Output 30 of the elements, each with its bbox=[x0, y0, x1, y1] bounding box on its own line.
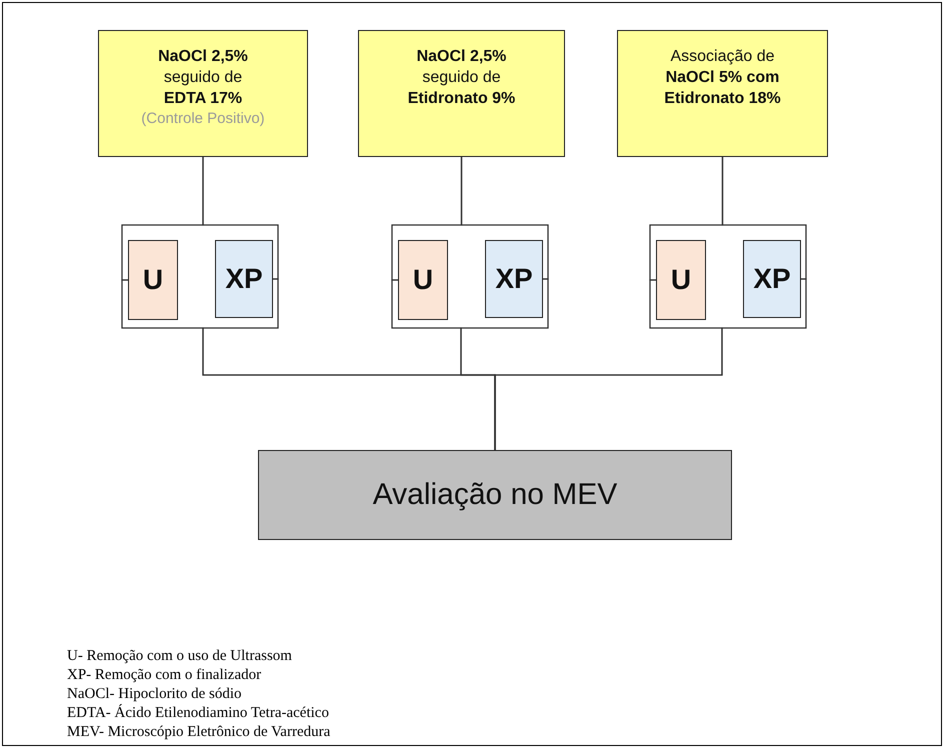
treatment-box bbox=[358, 30, 565, 157]
group-box bbox=[743, 240, 801, 318]
group-box bbox=[485, 240, 543, 318]
group-label: XP bbox=[225, 263, 263, 295]
connector-line bbox=[494, 278, 807, 450]
treatment-text: NaOCl 2,5% seguido de Etidronato 9% bbox=[406, 47, 516, 109]
abbreviation-note: NaOCl- Hipoclorito de sódio bbox=[67, 685, 243, 704]
treatment-text: NaOCl 2,5% seguido de EDTA 17% bbox=[157, 47, 249, 109]
treatment-text: Associação de NaOCl 5% com Etidronato 18% bbox=[663, 47, 782, 109]
group-box bbox=[128, 240, 178, 320]
group-label: U bbox=[670, 264, 692, 296]
connector-line bbox=[202, 157, 279, 280]
group-label: U bbox=[412, 264, 434, 296]
abbreviation-note: MEV- Microscópio Eletrônico de Varredura bbox=[67, 723, 330, 742]
box-label: Avaliação no MEV bbox=[372, 478, 618, 512]
group-box bbox=[656, 240, 706, 320]
abbreviation-note: EDTA- Ácido Etilenodiamino Tetra-acético bbox=[67, 704, 330, 723]
connector-line bbox=[722, 157, 807, 280]
treatment-box bbox=[617, 30, 828, 157]
group-label: XP bbox=[495, 263, 533, 295]
group-label: XP bbox=[753, 263, 791, 295]
connector-line bbox=[460, 157, 549, 280]
abbreviation-note: XP- Remoção com o finalizador bbox=[67, 666, 262, 685]
group-box bbox=[398, 240, 448, 320]
abbreviation-note: U- Remoção com o uso de Ultrassom bbox=[67, 647, 293, 666]
treatment-box bbox=[98, 30, 308, 157]
evaluation-box bbox=[258, 450, 732, 540]
group-label: U bbox=[142, 264, 164, 296]
note-text: (Controle Positivo) bbox=[141, 109, 265, 129]
group-box bbox=[215, 240, 273, 318]
